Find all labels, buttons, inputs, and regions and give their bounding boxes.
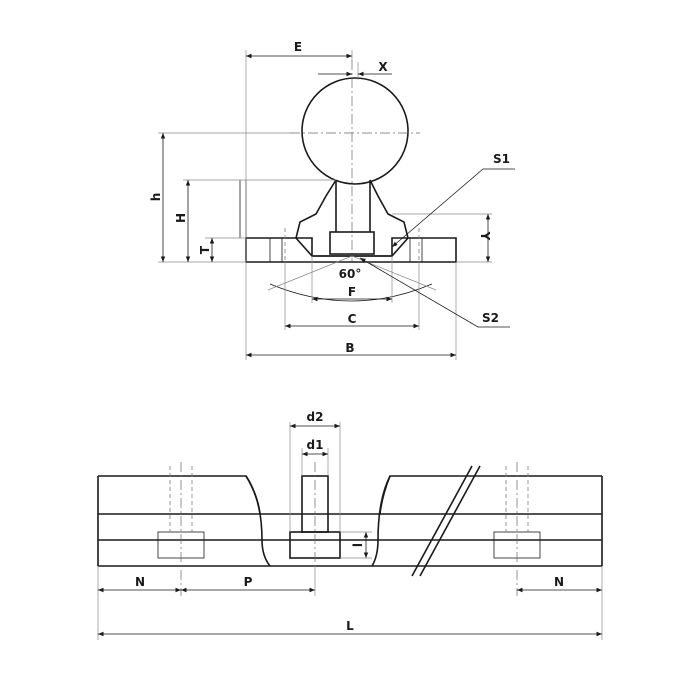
label-d1: d1: [307, 438, 324, 452]
label-T: T: [198, 245, 212, 254]
label-F: F: [348, 285, 356, 299]
left-curve-cutout: [245, 475, 271, 567]
break-line-a: [411, 465, 473, 577]
label-C: C: [348, 312, 357, 326]
label-E: E: [294, 40, 302, 54]
left-slot: [269, 237, 283, 263]
label-angle: 60°: [339, 267, 362, 281]
right-slot: [409, 237, 423, 263]
label-h: h: [149, 193, 163, 202]
label-N-right: N: [554, 575, 564, 589]
nut-block: [329, 231, 375, 255]
ball-outline: [301, 77, 409, 185]
label-d2: d2: [307, 410, 324, 424]
label-B: B: [345, 341, 354, 355]
ball-neck: [335, 180, 371, 232]
label-S2: S2: [482, 311, 499, 325]
cross-section-view: E X h H T Y 60° F C B S1 S2: [149, 40, 515, 360]
break-line-b: [419, 465, 481, 577]
leader-S2: [359, 257, 510, 328]
label-S1: S1: [493, 152, 510, 166]
label-H: H: [174, 213, 188, 223]
label-X: X: [378, 60, 388, 74]
label-Y: Y: [478, 231, 492, 241]
label-L: L: [346, 619, 354, 633]
label-l: l: [351, 543, 365, 547]
right-curve-cutout: [371, 475, 391, 567]
label-P: P: [244, 575, 253, 589]
base-flange: [245, 237, 457, 263]
rail-top-band: [98, 475, 602, 515]
label-N-left: N: [135, 575, 145, 589]
side-view: d2 d1 l N P N L: [97, 410, 603, 640]
angle-ray-left: [267, 255, 353, 291]
leader-S1: [391, 168, 515, 248]
